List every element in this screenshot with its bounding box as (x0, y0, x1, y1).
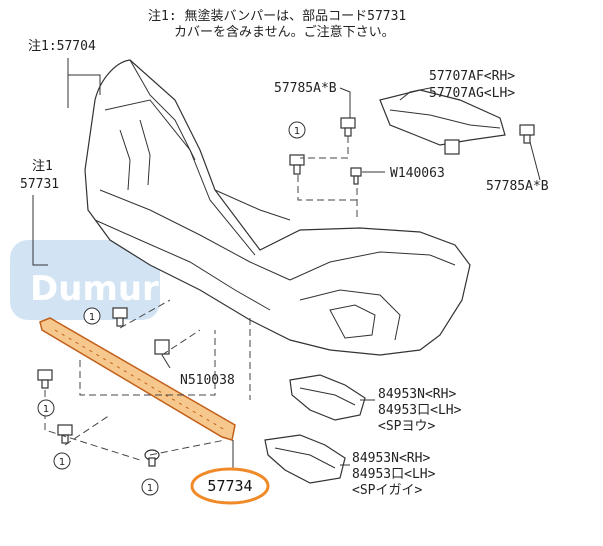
svg-text:1: 1 (294, 126, 300, 137)
leader-lines (32, 58, 541, 470)
lower-strip-57734 (39, 317, 236, 441)
label-84953-lh-b: 84953口<LH> (352, 467, 436, 482)
clip-top-icon (289, 154, 305, 175)
highlight-57734: 57734 (190, 467, 270, 505)
callout-1a: 1 (288, 121, 306, 139)
label-57707ag: 57707AG<LH> (429, 86, 515, 101)
callout-1b: 1 (83, 307, 101, 325)
dashed-guides (44, 136, 358, 461)
label-57785-top: 57785A*B (274, 81, 337, 96)
clip-left-mid-icon (112, 307, 128, 327)
callout-1d: 1 (53, 452, 71, 470)
label-57731-note: 注1 (32, 159, 53, 174)
label-57785-right: 57785A*B (486, 179, 549, 194)
label-w140063: W140063 (390, 166, 445, 181)
grille-84953-a (289, 374, 366, 421)
callout-1e: 1 (141, 478, 159, 496)
label-spigai: <SPイガイ> (352, 483, 422, 498)
watermark-text: Dumur (30, 269, 159, 309)
label-84953n-a: 84953N<RH> (378, 387, 456, 402)
bolt-right-icon (519, 124, 535, 144)
label-57731: 57731 (20, 177, 59, 192)
clip-n510038-icon (154, 339, 170, 355)
bolt-top-icon (340, 117, 356, 137)
label-84953-lh-a: 84953口<LH> (378, 403, 462, 418)
label-spyou: <SPヨウ> (378, 419, 435, 434)
clip-w140063-icon (350, 167, 362, 185)
bumper-cover (84, 59, 471, 356)
grille-84953-b (264, 434, 346, 484)
bracket-57707 (379, 89, 506, 155)
svg-text:1: 1 (89, 312, 95, 323)
note-line-1: 注1: 無塗装バンパーは、部品コード57731 (148, 8, 406, 24)
label-84953n-b: 84953N<RH> (352, 451, 430, 466)
clip-bottom-mid-icon (144, 449, 160, 467)
svg-text:1: 1 (43, 404, 49, 415)
callout-1f: 1 (0, 0, 6, 3)
label-57707af: 57707AF<RH> (429, 69, 515, 84)
clip-left-bottom-icon (57, 424, 73, 444)
note-line-2: カバーを含みません。ご注意下さい。 (174, 24, 395, 40)
label-n510038: N510038 (180, 373, 235, 388)
label-57734: 57734 (207, 477, 252, 495)
watermark-logo: Dumur (10, 240, 160, 320)
label-57704: 注1:57704 (28, 39, 96, 54)
callout-1c: 1 (37, 399, 55, 417)
svg-text:1: 1 (59, 457, 65, 468)
clip-left-low-icon (37, 369, 53, 389)
svg-text:1: 1 (147, 483, 153, 494)
